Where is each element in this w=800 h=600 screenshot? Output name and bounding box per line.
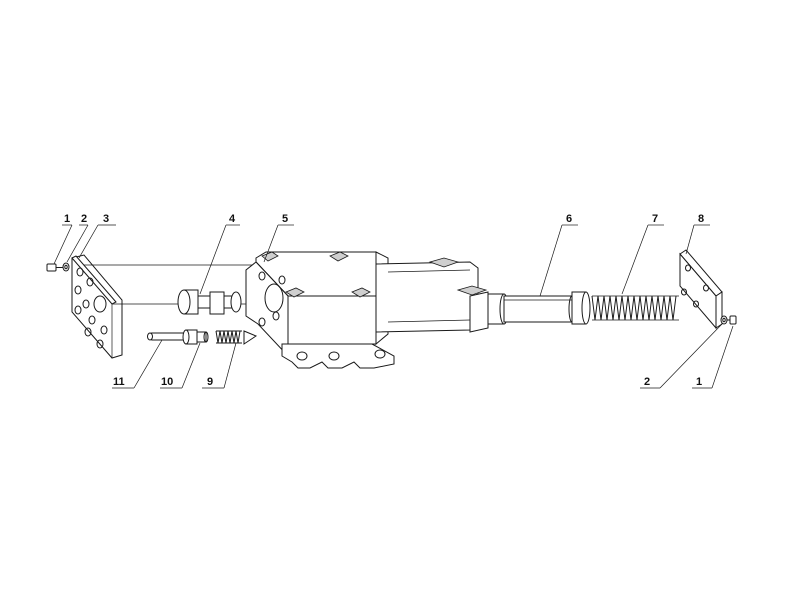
- small-spring: [215, 330, 258, 345]
- large-spring: [591, 295, 679, 321]
- cylinder-tube: [375, 257, 489, 333]
- callout-2-left: 2: [81, 213, 87, 225]
- callout-9: 9: [207, 376, 213, 388]
- callout-1-right: 1: [696, 376, 702, 388]
- leader-lines: [53, 224, 734, 389]
- callout-1-left: 1: [64, 213, 70, 225]
- bush-nut: [182, 329, 209, 345]
- left-end-plate: [71, 254, 123, 359]
- right-washer: [720, 315, 728, 325]
- left-washer: [62, 262, 70, 272]
- callout-3: 3: [103, 213, 109, 225]
- housing-body: [245, 251, 395, 369]
- callout-4: 4: [229, 213, 236, 225]
- callout-6: 6: [566, 213, 572, 225]
- callout-5: 5: [282, 213, 288, 225]
- callout-11: 11: [113, 376, 125, 388]
- piston: [177, 289, 242, 315]
- right-screw: [727, 315, 737, 325]
- callout-10: 10: [161, 376, 173, 388]
- callout-7: 7: [652, 213, 658, 225]
- callout-2-right: 2: [644, 376, 650, 388]
- plunger-pin: [147, 332, 186, 341]
- piston-rod: [487, 291, 591, 325]
- callout-8: 8: [698, 213, 704, 225]
- left-screw: [46, 263, 64, 272]
- right-end-plate: [679, 249, 723, 330]
